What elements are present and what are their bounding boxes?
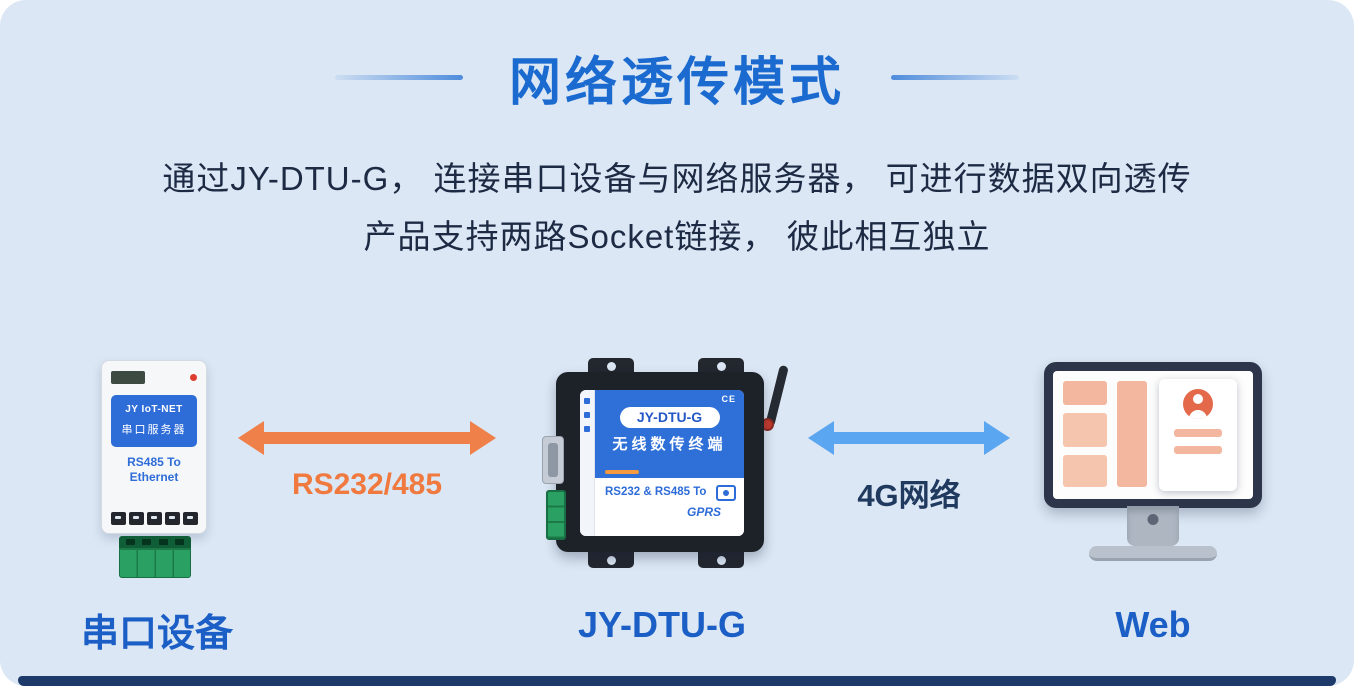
serial-link-arrow: [238, 421, 496, 455]
dtu-network-text: GPRS: [687, 504, 722, 519]
screen-content-block: [1117, 381, 1147, 487]
card-text-line: [1174, 446, 1222, 454]
db9-connector-icon: [542, 436, 564, 484]
monitor-stand-base: [1089, 546, 1217, 561]
monitor-screen: [1053, 371, 1253, 499]
led-indicator-icon: [584, 412, 590, 418]
dip-switch-icon: [164, 512, 180, 525]
dtu-front-panel: CE JY-DTU-G 无线数传终端 RS232 & RS485 To GPRS: [580, 390, 744, 536]
led-indicator-icon: [584, 398, 590, 404]
serial-device-product-name: 串口服务器: [121, 424, 187, 436]
dip-switch-row: [110, 512, 198, 525]
dtu-device-illustration: CE JY-DTU-G 无线数传终端 RS232 & RS485 To GPRS: [540, 356, 789, 570]
ce-mark: CE: [721, 394, 736, 404]
arrow-right-head-icon: [470, 421, 496, 455]
serial-device-caption: 串口设备: [80, 613, 233, 655]
power-led-icon: [190, 373, 197, 381]
connector-port-icon: [111, 370, 145, 384]
serial-device-subtitle: RS485 To Ethernet: [102, 455, 206, 485]
arrow-bar: [832, 432, 986, 444]
page-title: 网络透传模式: [508, 54, 845, 112]
mounting-hole-icon: [606, 556, 616, 565]
screen-content-block: [1063, 381, 1107, 405]
arrow-right-head-icon: [984, 421, 1010, 455]
arrow-left-head-icon: [808, 421, 834, 455]
mounting-hole-icon: [716, 556, 726, 565]
mounting-hole-icon: [606, 362, 616, 371]
serial-device-subtitle-line2: Ethernet: [129, 470, 179, 484]
terminal-hole-icon: [158, 539, 168, 545]
profile-card: [1159, 379, 1237, 491]
web-caption: Web: [1115, 604, 1191, 645]
dip-switch-icon: [128, 512, 144, 525]
terminal-hole-icon: [174, 539, 184, 545]
dtu-body: CE JY-DTU-G 无线数传终端 RS232 & RS485 To GPRS: [556, 372, 764, 552]
card-text-line: [1174, 429, 1222, 437]
footer-accent-bar: [18, 676, 1336, 686]
monitor-frame: [1044, 362, 1262, 508]
dip-switch-icon: [146, 512, 162, 525]
terminal-hole-icon: [142, 539, 152, 545]
terminal-block-body: [119, 548, 191, 578]
title-dash-right: [891, 75, 1019, 80]
monitor-stand-neck: [1127, 506, 1179, 546]
serial-device-illustration: JY IoT-NET 串口服务器 RS485 To Ethernet: [95, 350, 215, 582]
network-link-arrow: [808, 421, 1010, 455]
serial-device-subtitle-line1: RS485 To: [127, 455, 181, 469]
dip-switch-icon: [110, 512, 126, 525]
serial-device-brand: JY IoT-NET: [125, 404, 183, 415]
terminal-connector-icon: [546, 490, 566, 540]
arrow-left-head-icon: [238, 421, 264, 455]
dtu-interface-text: RS232 & RS485 To: [605, 485, 707, 498]
dtu-white-panel: RS232 & RS485 To GPRS: [595, 477, 744, 536]
orange-accent-bar: [605, 469, 639, 474]
dtu-subtitle: 无线数传终端: [612, 436, 727, 453]
serial-device-body: JY IoT-NET 串口服务器 RS485 To Ethernet: [101, 360, 207, 534]
dtu-caption: JY-DTU-G: [577, 604, 746, 645]
led-indicator-strip: [580, 390, 595, 536]
dtu-blue-panel: CE JY-DTU-G 无线数传终端: [595, 390, 744, 478]
network-link-label: 4G网络: [857, 478, 961, 513]
terminal-block-holes: [119, 536, 191, 548]
screen-content-block: [1063, 455, 1107, 487]
dip-switch-icon: [182, 512, 198, 525]
web-monitor-illustration: [1042, 362, 1264, 580]
terminal-block-icon: [119, 536, 191, 578]
user-avatar-icon: [1183, 389, 1213, 419]
serial-link-label: RS232/485: [291, 468, 443, 501]
module-chip-icon: [716, 484, 736, 501]
dtu-panel-main: CE JY-DTU-G 无线数传终端 RS232 & RS485 To GPRS: [595, 390, 744, 536]
title-dash-left: [334, 75, 463, 80]
stand-button-icon: [1147, 514, 1159, 525]
mounting-hole-icon: [716, 362, 726, 371]
dtu-model-badge: JY-DTU-G: [619, 407, 720, 428]
serial-device-label-panel: JY IoT-NET 串口服务器: [111, 395, 197, 447]
title-row: 网络透传模式: [0, 40, 1354, 115]
serial-device-top: [111, 367, 197, 387]
description: 通过JY-DTU-G， 连接串口设备与网络服务器， 可进行数据双向透传 产品支持…: [0, 150, 1354, 266]
description-line-2: 产品支持两路Socket链接， 彼此相互独立: [363, 218, 991, 255]
arrow-bar: [262, 432, 472, 444]
terminal-hole-icon: [126, 539, 136, 545]
description-line-1: 通过JY-DTU-G， 连接串口设备与网络服务器， 可进行数据双向透传: [162, 160, 1192, 197]
led-indicator-icon: [584, 426, 590, 432]
screen-content-block: [1063, 413, 1107, 447]
